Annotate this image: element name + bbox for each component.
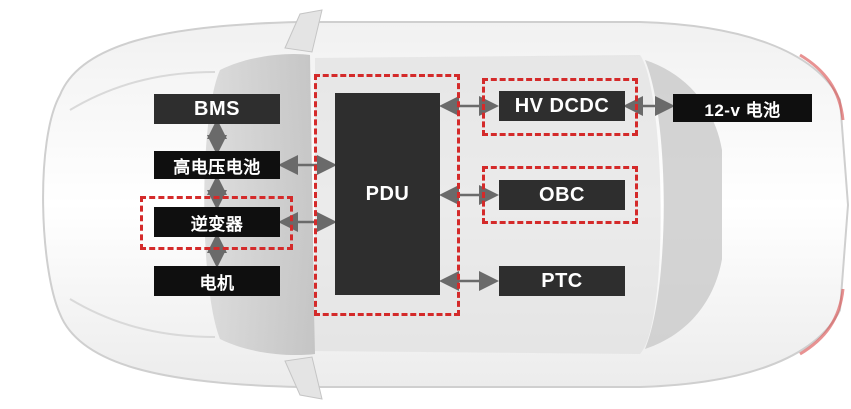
pdu-highlight-frame xyxy=(314,74,460,316)
pdu-block: PDU xyxy=(335,93,440,295)
high-voltage-battery-block: 高电压电池 xyxy=(154,151,280,179)
inverter-block: 逆变器 xyxy=(154,207,280,237)
obc-block: OBC xyxy=(499,180,625,210)
bms-block: BMS xyxy=(154,94,280,124)
hood-line-bottom xyxy=(69,298,216,338)
hvdcdc-highlight-frame xyxy=(482,78,638,136)
rear-glass xyxy=(645,60,722,349)
inverter-highlight-frame xyxy=(140,196,293,250)
obc-highlight-frame xyxy=(482,166,638,224)
motor-block: 电机 xyxy=(154,266,280,296)
lv-battery-block: 12-v 电池 xyxy=(673,94,812,122)
tail-light-top xyxy=(799,53,845,121)
mirror-top xyxy=(284,9,323,53)
hood-line-top xyxy=(69,71,216,111)
tail-light-bottom xyxy=(799,288,845,356)
hv-dcdc-block: HV DCDC xyxy=(499,91,625,121)
mirror-bottom xyxy=(284,356,323,400)
ptc-block: PTC xyxy=(499,266,625,296)
